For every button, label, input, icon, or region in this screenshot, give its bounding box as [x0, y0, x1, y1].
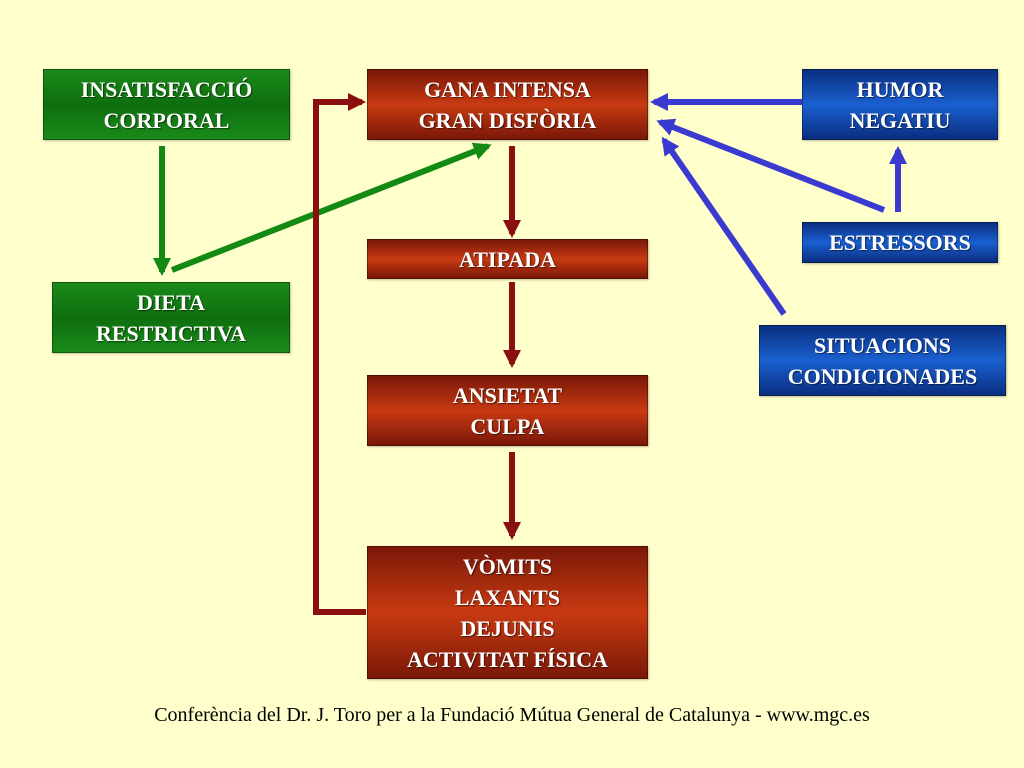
box-line: GRAN DISFÒRIA [418, 107, 597, 133]
box-line: VÒMITS [462, 553, 553, 579]
box-line: ACTIVITAT FÍSICA [406, 646, 609, 672]
box-line: RESTRICTIVA [96, 320, 246, 346]
box-line: LAXANTS [454, 584, 561, 610]
box-humor-negatiu: HUMOR NEGATIU [802, 69, 998, 140]
box-line: CULPA [470, 413, 545, 439]
footer-credit: Conferència del Dr. J. Toro per a la Fun… [154, 704, 870, 726]
box-line: SITUACIONS [814, 332, 951, 358]
box-line: CORPORAL [103, 107, 230, 133]
box-line: DEJUNIS [460, 615, 555, 641]
arrow-vomits-to-gana [313, 93, 366, 615]
box-gana-intensa: GANA INTENSA GRAN DISFÒRIA [367, 69, 648, 140]
box-estressors: ESTRESSORS [802, 222, 998, 263]
box-line: DIETA [136, 289, 206, 315]
box-dieta-restrictiva: DIETA RESTRICTIVA [52, 282, 290, 353]
box-line: INSATISFACCIÓ [80, 76, 253, 102]
box-vomits: VÒMITS LAXANTS DEJUNIS ACTIVITAT FÍSICA [367, 546, 648, 679]
box-atipada: ATIPADA [367, 239, 648, 279]
box-line: ANSIETAT [452, 382, 563, 408]
box-line: CONDICIONADES [787, 363, 978, 389]
box-line: ATIPADA [459, 246, 556, 272]
box-ansietat-culpa: ANSIETAT CULPA [367, 375, 648, 446]
box-line: GANA INTENSA [424, 76, 591, 102]
box-situacions-condicionades: SITUACIONS CONDICIONADES [759, 325, 1006, 396]
arrow-dieta-to-gana [170, 142, 492, 273]
box-line: HUMOR [856, 76, 944, 102]
box-line: NEGATIU [849, 107, 951, 133]
arrow-situacions-to-gana [661, 136, 787, 316]
box-line: ESTRESSORS [829, 230, 971, 255]
box-insatisfaccio-corporal: INSATISFACCIÓ CORPORAL [43, 69, 290, 140]
arrow-estressors-to-gana [656, 118, 886, 213]
